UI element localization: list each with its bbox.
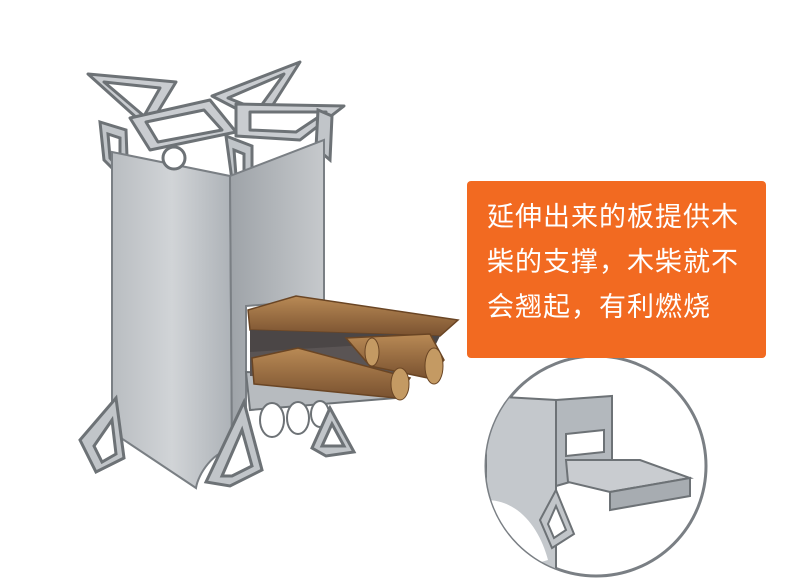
top-hole xyxy=(161,145,187,171)
firewood xyxy=(247,295,460,401)
stove-body-left-face xyxy=(111,150,234,490)
detail-zoom-circle xyxy=(484,354,708,578)
callout-line-1: 延伸出来的板提供木 xyxy=(487,202,739,233)
pot-support-grate xyxy=(86,60,346,152)
stove-bottom-legs xyxy=(78,394,357,488)
callout-line-2: 柴的支撑，木柴就不 xyxy=(487,247,739,278)
info-callout: 延伸出来的板提供木 柴的支撑，木柴就不 会翘起，有利燃烧 xyxy=(467,181,766,358)
callout-line-3: 会翘起，有利燃烧 xyxy=(487,292,711,323)
